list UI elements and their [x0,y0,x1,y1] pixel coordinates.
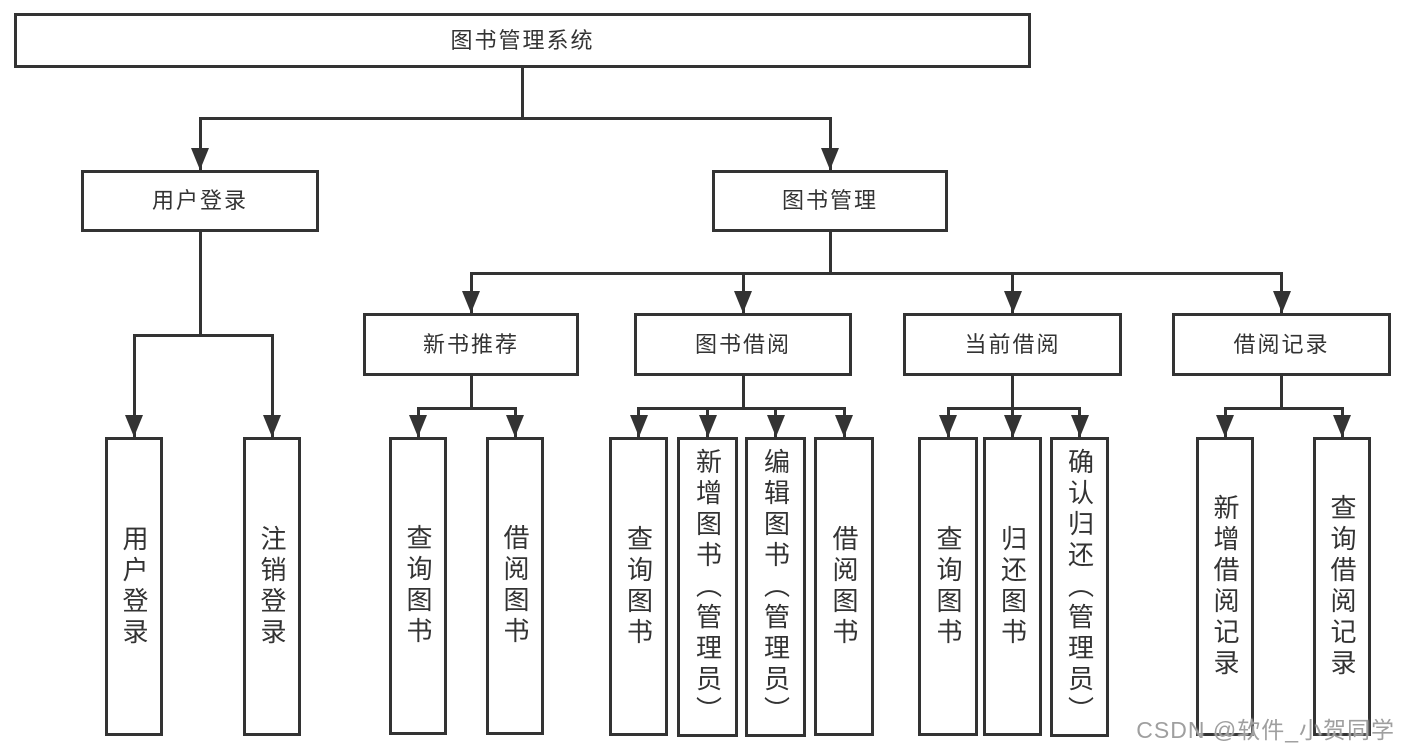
connector-drop-logout [270,334,274,437]
node-rec-query: 查询图书 [389,437,447,735]
node-label-book-mgmt: 图书管理 [781,188,878,213]
connector-bar-new-rec [416,407,517,410]
connector-bar-records [1223,407,1344,410]
connector-stem-book-mgmt [828,232,832,275]
node-r-add: 新增借阅记录 [1196,437,1254,736]
connector-bar-user-login [132,334,274,337]
node-b-add: 新增图书（管理员） [677,437,738,737]
node-b-edit: 编辑图书（管理员） [745,437,806,737]
connector-drop-user-login [198,117,202,170]
node-c-return: 归还图书 [983,437,1042,736]
node-root: 图书管理系统 [14,13,1031,68]
connector-bar-borrow [637,407,846,410]
arrowhead-c-return [1003,415,1022,437]
connector-stem-root [521,68,524,120]
node-label-b-query: 查询图书 [623,524,654,649]
connector-stem-current [1011,376,1014,410]
connector-bar-book-mgmt [469,272,1283,275]
connector-stem-borrow [741,376,745,410]
node-label-c-return: 归还图书 [997,524,1028,649]
arrowhead-rec-borrow [506,415,524,437]
arrowhead-login [125,415,143,437]
node-label-current: 当前借阅 [964,331,1061,357]
connector-drop-login [132,334,136,437]
node-current: 当前借阅 [903,313,1122,376]
arrowhead-r-add [1216,415,1234,437]
arrowhead-b-query [629,415,648,437]
arrowhead-new-rec [462,291,480,313]
node-b-query: 查询图书 [609,437,668,736]
node-label-r-add: 新增借阅记录 [1210,493,1240,680]
node-label-login: 用户登录 [119,524,149,649]
node-records: 借阅记录 [1172,313,1391,376]
node-user-login: 用户登录 [81,170,319,232]
node-label-b-add: 新增图书（管理员） [692,447,723,727]
node-label-root: 图书管理系统 [450,27,595,53]
watermark: CSDN @软件_小贺同学 [1136,717,1395,743]
arrowhead-b-edit [766,415,785,437]
node-label-user-login: 用户登录 [151,188,248,213]
node-label-new-rec: 新书推荐 [422,331,519,357]
connector-drop-book-mgmt [828,117,832,170]
node-label-c-confirm: 确认归还（管理员） [1064,447,1095,727]
connector-stem-new-rec [469,376,473,410]
node-borrow: 图书借阅 [634,313,852,376]
node-label-r-query: 查询借阅记录 [1327,493,1357,680]
arrowhead-records [1272,291,1291,313]
node-label-borrow: 图书借阅 [694,331,791,357]
node-label-c-query: 查询图书 [933,524,963,649]
arrowhead-logout [263,415,281,437]
arrowhead-r-query [1333,415,1351,437]
arrowhead-book-mgmt [821,148,839,170]
node-book-mgmt: 图书管理 [712,170,948,232]
connector-bar-root [198,117,832,120]
node-label-rec-query: 查询图书 [403,524,433,648]
arrowhead-c-confirm [1070,415,1089,437]
arrowhead-rec-query [409,415,427,437]
node-new-rec: 新书推荐 [363,313,579,376]
arrowhead-current [1003,291,1022,313]
node-logout: 注销登录 [243,437,301,736]
node-label-b-edit: 编辑图书（管理员） [760,447,791,727]
node-r-query: 查询借阅记录 [1313,437,1371,736]
node-label-b-borrow: 借阅图书 [829,524,859,649]
node-label-logout: 注销登录 [257,524,287,649]
arrowhead-b-add [698,415,717,437]
node-c-confirm: 确认归还（管理员） [1050,437,1109,737]
node-c-query: 查询图书 [918,437,978,736]
node-b-borrow: 借阅图书 [814,437,874,736]
arrowhead-user-login [191,148,209,170]
connector-stem-records [1280,376,1283,410]
node-label-rec-borrow: 借阅图书 [500,524,530,648]
connector-stem-user-login [198,232,202,337]
arrowhead-c-query [939,415,957,437]
node-label-records: 借阅记录 [1233,331,1330,357]
node-rec-borrow: 借阅图书 [486,437,544,735]
arrowhead-borrow [734,291,752,313]
arrowhead-b-borrow [835,415,853,437]
node-login: 用户登录 [105,437,163,736]
